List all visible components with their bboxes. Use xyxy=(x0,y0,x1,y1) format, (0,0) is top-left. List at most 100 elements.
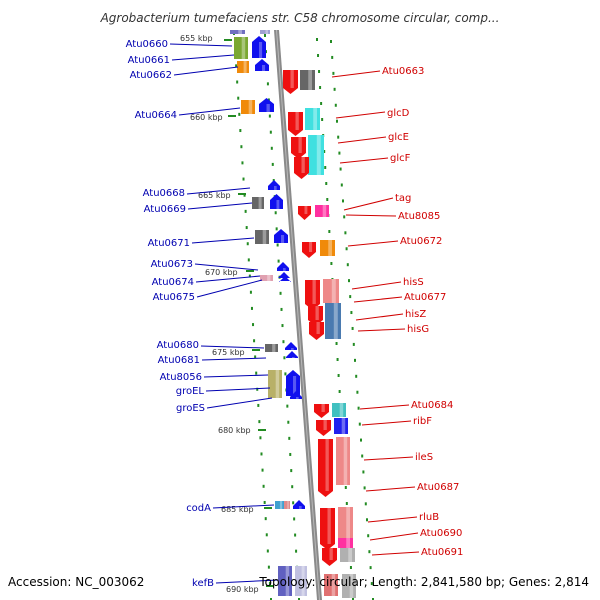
gene-label[interactable]: Atu0668 xyxy=(143,188,185,199)
gene-arrow-shine xyxy=(321,404,325,412)
track-dot xyxy=(240,145,243,149)
track-dot xyxy=(356,390,359,394)
track-dot xyxy=(349,566,352,569)
gene-arrow xyxy=(293,500,305,509)
gene-label[interactable]: Atu8056 xyxy=(160,372,202,383)
track-dot xyxy=(260,452,263,456)
track-dot xyxy=(319,86,322,89)
track-dot xyxy=(332,71,335,75)
gene-arrow-shine xyxy=(262,65,266,71)
gene-label[interactable]: Atu0663 xyxy=(382,66,424,77)
leader-line xyxy=(169,43,233,47)
gene-arrow-shine xyxy=(292,357,295,358)
gene-block xyxy=(300,70,315,90)
leader-line xyxy=(201,357,267,361)
gene-label[interactable]: glcD xyxy=(387,108,410,119)
gene-label[interactable]: rluB xyxy=(419,512,439,523)
leader-line xyxy=(353,296,403,303)
gene-block xyxy=(234,37,248,59)
gene-label[interactable]: Atu8085 xyxy=(398,211,440,222)
gene-arrow xyxy=(290,391,302,399)
gene-label[interactable]: Atu0687 xyxy=(417,482,459,493)
gene-label[interactable]: Atu0661 xyxy=(128,55,170,66)
gene-arrow xyxy=(279,276,291,282)
leader-line xyxy=(212,504,275,509)
leader-line xyxy=(196,279,263,298)
gene-block-shine xyxy=(331,279,336,303)
track-dot xyxy=(344,486,347,489)
track-dot xyxy=(323,150,326,153)
gene-label[interactable]: tag xyxy=(395,193,411,204)
track-dot xyxy=(362,470,365,474)
gene-label[interactable]: Atu0680 xyxy=(157,340,199,351)
leader-line xyxy=(355,313,404,321)
gene-label[interactable]: ribF xyxy=(413,416,432,427)
gene-label[interactable]: Atu0672 xyxy=(400,236,442,247)
gene-block xyxy=(230,30,245,34)
gene-label[interactable]: Atu0691 xyxy=(421,547,463,558)
gene-arrow xyxy=(286,370,300,396)
track-dot xyxy=(354,358,356,362)
gene-label[interactable]: glcF xyxy=(390,153,411,164)
track-dot xyxy=(369,566,372,570)
track-dot xyxy=(271,162,274,166)
track-dot xyxy=(368,550,371,554)
gene-label[interactable]: Atu0677 xyxy=(404,292,446,303)
gene-arrow-shine xyxy=(274,186,277,190)
gene-block-shine xyxy=(346,538,350,548)
gene-block-shine xyxy=(333,303,338,339)
track-dot xyxy=(255,371,258,375)
gene-block-shine xyxy=(349,574,354,598)
gene-label[interactable]: codA xyxy=(186,503,211,514)
leader-line xyxy=(178,107,241,116)
track-dot xyxy=(282,340,285,344)
gene-label[interactable]: hisS xyxy=(403,277,424,288)
gene-label[interactable]: ileS xyxy=(415,452,433,463)
gene-block xyxy=(260,275,273,281)
gene-label[interactable]: hisG xyxy=(407,324,429,335)
gene-block xyxy=(308,135,324,175)
gene-label[interactable]: glcE xyxy=(388,132,409,143)
gene-arrow xyxy=(283,70,298,94)
gene-label[interactable]: Atu0664 xyxy=(135,110,177,121)
gene-label[interactable]: Atu0674 xyxy=(152,277,194,288)
gene-label[interactable]: Atu0684 xyxy=(411,400,453,411)
gene-label[interactable]: kefB xyxy=(192,578,214,589)
track-dot xyxy=(295,549,298,553)
leader-line xyxy=(351,281,402,290)
gene-block xyxy=(315,205,329,217)
gene-label[interactable]: Atu0671 xyxy=(148,238,190,249)
track-dot xyxy=(250,306,253,310)
gene-label[interactable]: hisZ xyxy=(405,309,426,320)
gene-label[interactable]: groEL xyxy=(176,386,205,397)
gene-label[interactable]: Atu0662 xyxy=(130,70,172,81)
gene-arrow-shine xyxy=(296,397,299,399)
gene-label[interactable]: Atu0660 xyxy=(126,39,168,50)
gene-arrow-shine xyxy=(309,242,313,252)
gene-label[interactable]: Atu0675 xyxy=(153,292,195,303)
gene-block xyxy=(284,501,290,509)
track-dot xyxy=(321,118,324,121)
gene-label[interactable]: groES xyxy=(176,403,205,414)
track-dot xyxy=(283,356,286,360)
gene-label[interactable]: Atu0669 xyxy=(144,204,186,215)
kbp-scale: 655 kbp 660 kbp 665 kbp 670 kbp 675 kbp … xyxy=(180,34,274,594)
gene-block xyxy=(265,344,278,352)
gene-label[interactable]: Atu0690 xyxy=(420,528,462,539)
track-dot xyxy=(244,209,247,213)
right-gene-labels: Atu0663 glcD glcE glcF tag Atu8085 Atu06… xyxy=(382,66,463,558)
kbp-marker: 655 kbp xyxy=(180,34,213,43)
gene-arrow xyxy=(286,351,298,358)
track-dot xyxy=(346,263,349,267)
track-dot xyxy=(349,295,352,299)
gene-arrow xyxy=(309,322,324,340)
gene-label[interactable]: Atu0681 xyxy=(158,355,200,366)
gene-block xyxy=(278,566,292,596)
gene-block-shine xyxy=(339,403,344,417)
gene-arrow xyxy=(318,439,333,497)
gene-label[interactable]: Atu0673 xyxy=(151,259,193,270)
gene-block xyxy=(338,538,353,548)
leader-line xyxy=(203,374,269,378)
track-dot xyxy=(325,182,328,185)
track-dot xyxy=(326,198,329,201)
